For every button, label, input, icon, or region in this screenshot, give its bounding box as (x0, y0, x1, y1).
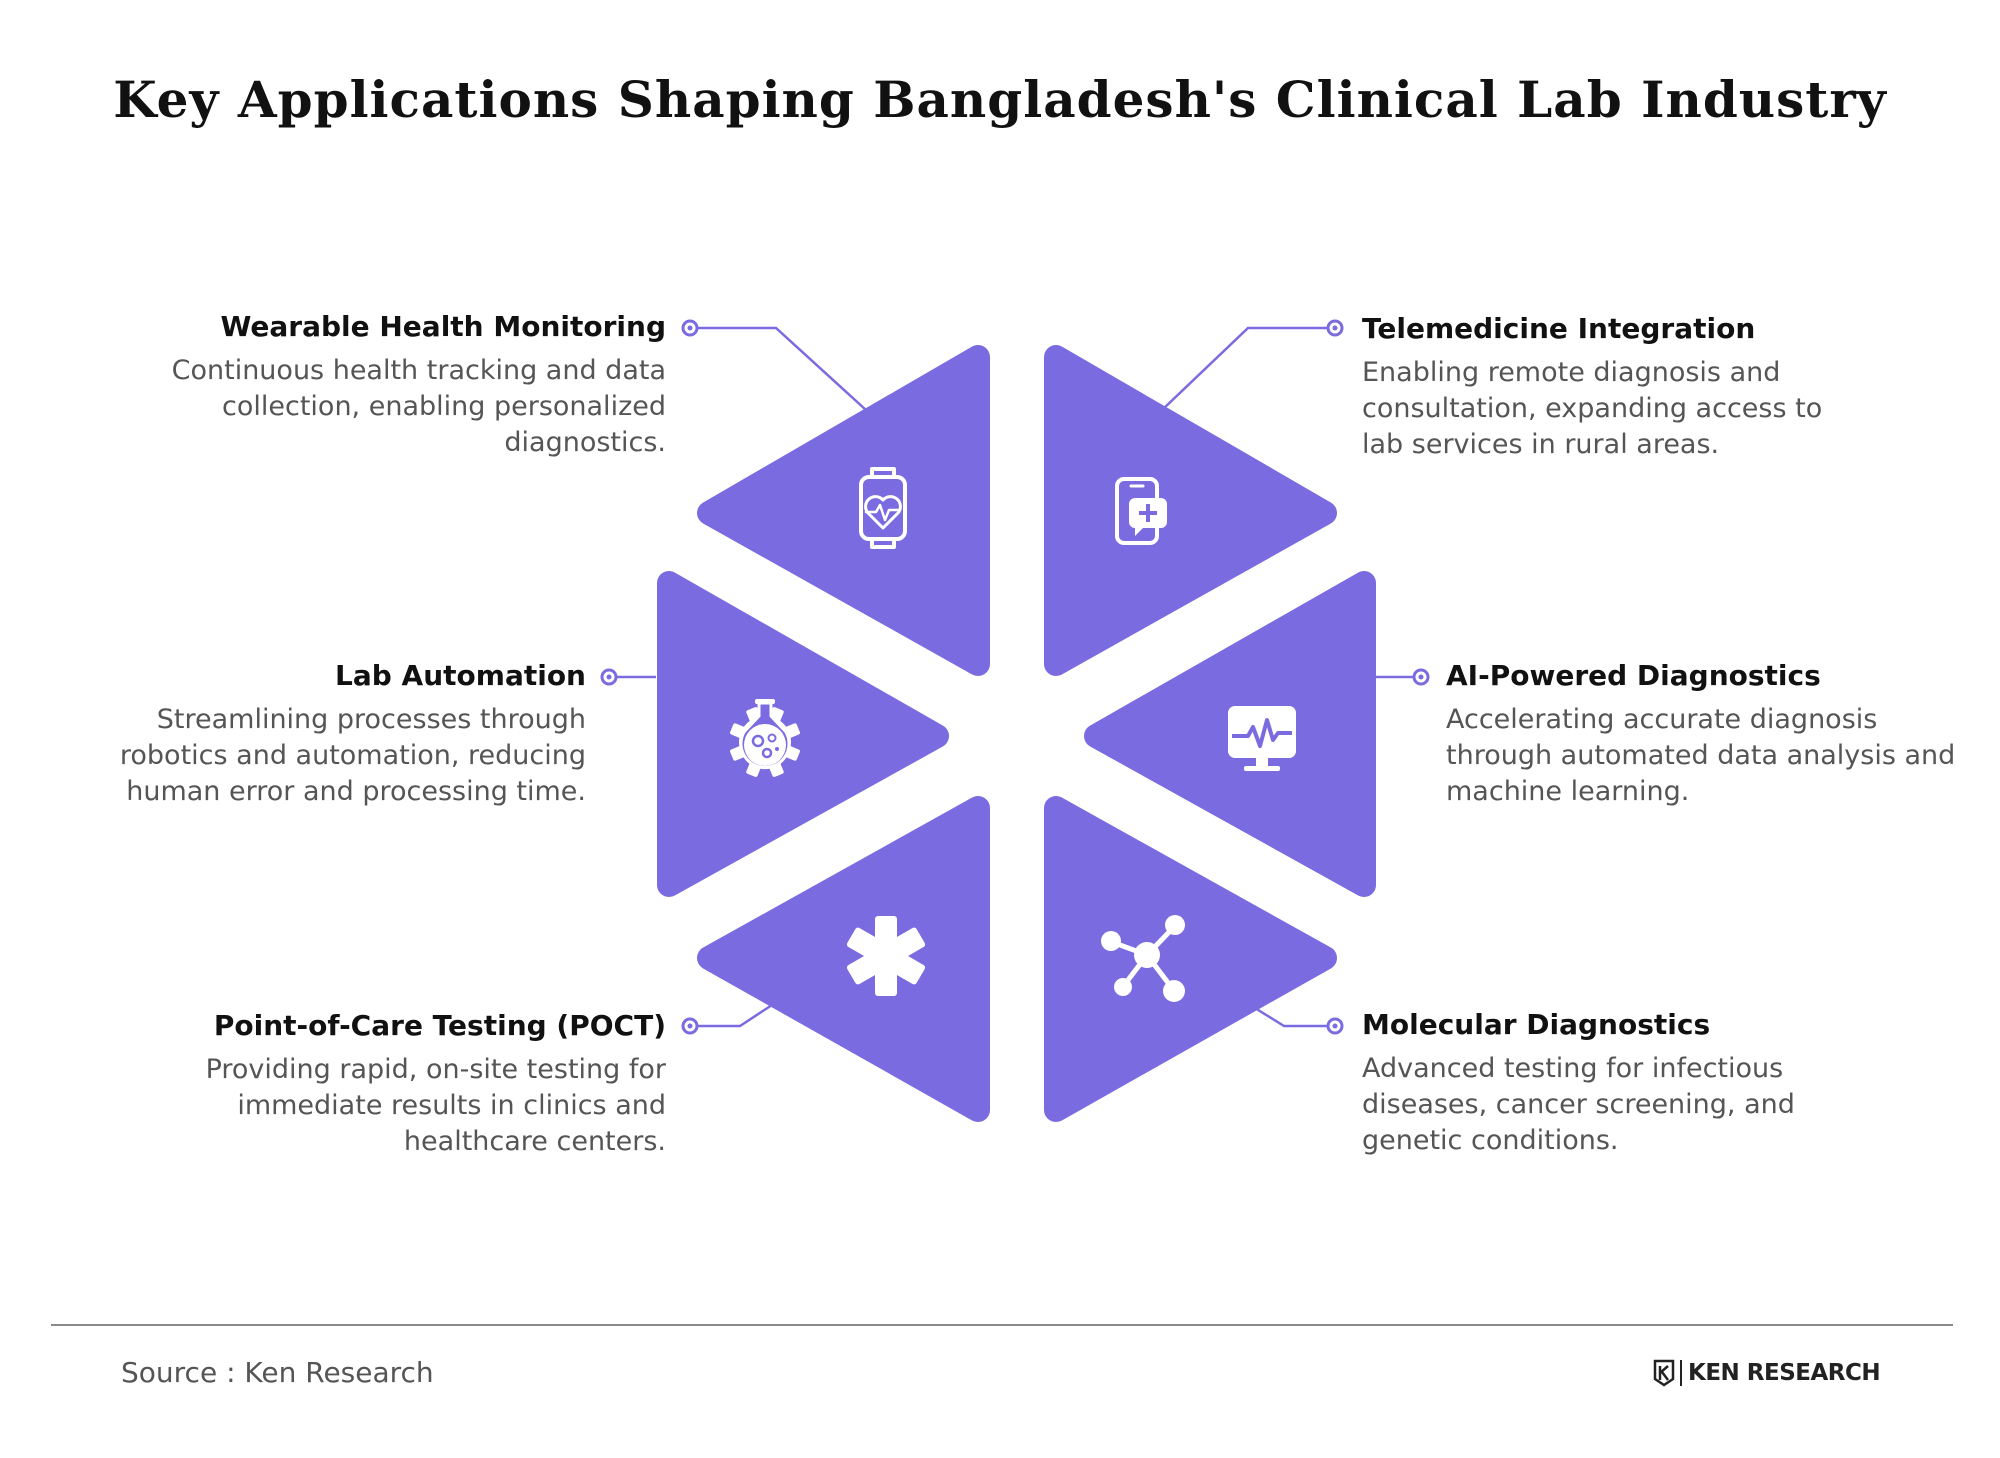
item-lab-automation: Lab Automation Streamlining processes th… (66, 659, 586, 810)
molecule-icon (1101, 915, 1185, 1002)
segment-poct (697, 796, 990, 1122)
item-telemedicine: Telemedicine Integration Enabling remote… (1362, 312, 1832, 463)
item-description: Providing rapid, on-site testing for imm… (205, 1054, 666, 1157)
item-heading: Point-of-Care Testing (POCT) (213, 1009, 666, 1042)
ken-research-logo-icon (1653, 1359, 1675, 1387)
item-description: Accelerating accurate diagnosis through … (1446, 704, 1956, 807)
connector-molecular (1254, 1006, 1335, 1028)
item-description: Streamlining processes through robotics … (119, 704, 586, 807)
connector-poct (690, 1003, 773, 1028)
item-description: Advanced testing for infectious diseases… (1362, 1053, 1795, 1156)
item-heading: Molecular Diagnostics (1362, 1008, 1711, 1041)
brand-name: KEN RESEARCH (1688, 1360, 1881, 1386)
connector-telemedicine (1161, 326, 1335, 411)
item-molecular: Molecular Diagnostics Advanced testing f… (1362, 1008, 1812, 1159)
segment-telemedicine (1044, 345, 1337, 676)
item-heading: Lab Automation (335, 659, 586, 692)
source-text: Source : Ken Research (121, 1356, 434, 1389)
monitor-pulse-icon (1228, 706, 1296, 771)
brand-logo: KEN RESEARCH (1652, 1359, 1881, 1387)
brand-divider (1680, 1360, 1682, 1386)
page-title: Key Applications Shaping Bangladesh's Cl… (113, 70, 1887, 129)
segment-molecular (1044, 796, 1337, 1122)
flask-gear-icon (730, 699, 800, 777)
phone-medical-cross-icon (1115, 477, 1167, 545)
footer-divider (51, 1324, 1953, 1326)
item-wearable: Wearable Health Monitoring Continuous he… (146, 310, 666, 461)
item-description: Enabling remote diagnosis and consultati… (1362, 357, 1823, 460)
smartwatch-heartbeat-icon (859, 467, 907, 549)
item-heading: AI-Powered Diagnostics (1446, 659, 1821, 692)
segment-wearable (697, 345, 990, 676)
connector-wearable (690, 326, 867, 411)
item-heading: Telemedicine Integration (1362, 312, 1756, 345)
medical-asterisk-icon (846, 916, 926, 996)
item-poct: Point-of-Care Testing (POCT) Providing r… (146, 1009, 666, 1160)
segment-lab-automation (657, 571, 949, 897)
item-ai: AI-Powered Diagnostics Accelerating accu… (1446, 659, 1966, 810)
item-description: Continuous health tracking and data coll… (171, 355, 666, 458)
item-heading: Wearable Health Monitoring (220, 310, 666, 343)
